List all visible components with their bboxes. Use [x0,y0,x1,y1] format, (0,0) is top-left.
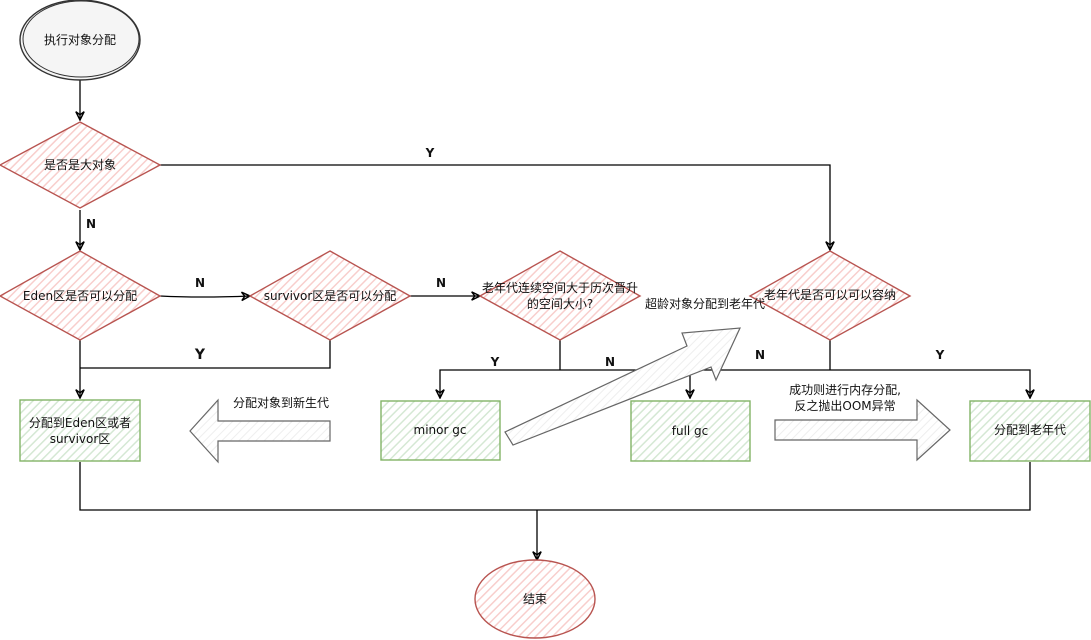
callout-arrow-to-young [189,398,331,464]
process-minor-gc[interactable] [380,400,501,461]
callout-success-label-1: 成功则进行内存分配, [789,383,901,397]
callout-arrow-aged-to-old [504,327,741,446]
edge-label-old-no: N [754,348,766,362]
decision-old-contiguous[interactable] [478,250,642,341]
edge-label-contig-yes: Y [490,355,500,369]
edge-label-survivor-no: N [435,276,447,290]
callout-arrow-success [774,398,951,462]
edge-label-contig-no: N [604,355,616,369]
decision-old-can-hold[interactable] [748,250,912,341]
old-contiguous-label-1: 老年代连续空间大于历次晋升 [481,281,639,295]
edge-eden-no [159,296,250,297]
process-alloc-old[interactable] [969,400,1091,462]
edge-label-eden-no: N [194,276,206,290]
eden-label: Eden区是否可以分配 [22,289,138,303]
alloc-eden-label-2: survivor区 [49,432,111,446]
edge-contig-yes [440,369,560,398]
edge-large-yes [160,164,830,250]
process-full-gc[interactable] [630,400,751,462]
start-label: 执行对象分配 [43,33,117,47]
old-contiguous-label-2: 的空间大小? [526,297,594,311]
decision-survivor-can-alloc[interactable] [248,250,412,341]
edge-alloc-eden-down [79,462,1031,511]
decision-is-large-object[interactable] [0,121,162,209]
callout-aged-to-old-label: 超龄对象分配到老年代 [644,297,766,311]
end-label: 结束 [522,592,548,606]
full-gc-label: full gc [671,424,709,438]
edge-label-survivor-yes: Y [194,347,206,363]
large-object-label: 是否是大对象 [43,158,117,172]
alloc-eden-label-1: 分配到Eden区或者 [28,416,132,430]
callout-to-young-label: 分配对象到新生代 [232,396,330,410]
edge-label-large-yes: Y [425,146,435,160]
edge-old-yes [830,369,1030,398]
callout-success-label-2: 反之抛出OOM异常 [794,399,896,413]
edge-survivor-yes [80,340,331,369]
edge-label-old-yes: Y [935,348,945,362]
edges [80,80,1030,560]
process-alloc-eden[interactable] [19,399,141,462]
survivor-label: survivor区是否可以分配 [263,289,397,303]
decision-eden-can-alloc[interactable] [0,250,162,341]
minor-gc-label: minor gc [413,423,467,437]
end-node[interactable] [474,559,596,639]
edge-label-large-no: N [85,217,97,231]
old-can-hold-label: 老年代是否可以可以容纳 [763,288,897,302]
alloc-old-label: 分配到老年代 [993,423,1067,437]
start-node[interactable] [19,0,141,81]
